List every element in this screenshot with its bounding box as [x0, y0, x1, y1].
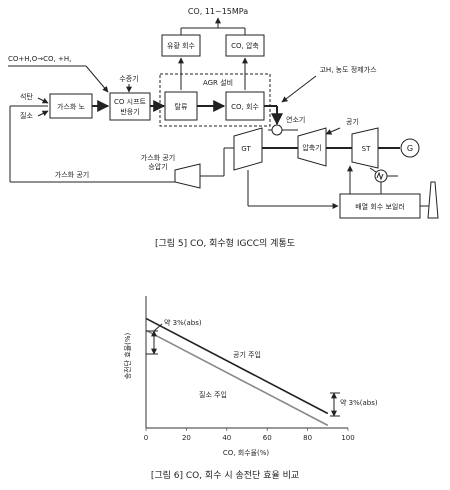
x-tick-label: 100	[341, 434, 354, 442]
steam-label: 수증기	[119, 74, 138, 83]
shift-reactor-label-2: 반응기	[120, 107, 139, 116]
series-label-nitrogen: 질소 주입	[199, 391, 227, 399]
generator-label: G	[407, 144, 413, 153]
series-line-air	[145, 317, 329, 415]
annotation-left-text: 약 3%(abs)	[164, 318, 202, 327]
hrsg-box	[339, 193, 421, 219]
x-tick-label: 60	[263, 434, 272, 442]
chart-ylabel: 송전단 효율(%)	[123, 332, 132, 379]
reaction-equation: CO+H,O→CO, +H,	[8, 55, 71, 63]
sulfur-recovery-box	[161, 34, 201, 57]
agr-label: AGR 설비	[203, 78, 233, 87]
figure5-caption: [그림 5] CO, 회수형 IGCC의 계통도	[155, 237, 295, 249]
desulfurization-box	[164, 91, 198, 121]
chart-axes	[145, 296, 348, 429]
sulfur-recovery-label: 유황 회수	[167, 41, 196, 50]
co2-compression-box	[225, 34, 265, 57]
high-h2-gas-label: 고H, 농도 정제가스	[319, 65, 377, 74]
figure5-igcc-diagram: CO, 11~15MPa CO+H,O→CO, +H, 유황 회수 CO, 압축…	[8, 7, 439, 249]
nitrogen-label: 질소	[20, 112, 33, 120]
condenser-coil	[376, 171, 384, 181]
gasification-air-label: 가스화 공기	[55, 170, 89, 179]
reaction-arrow	[85, 65, 109, 93]
compressor-label: 압축기	[302, 143, 321, 152]
booster-label-2: 승압기	[148, 162, 167, 171]
air-label: 공기	[346, 117, 359, 126]
compressor-shape	[297, 127, 327, 167]
combustor-circle	[271, 124, 283, 136]
hrsg-label: 배열 회수 보일러	[355, 202, 405, 211]
figure6-caption: [그림 6] CO, 회수 시 송전단 효율 비교	[151, 469, 299, 481]
steam-turbine-label: ST	[362, 145, 371, 153]
combustor-label: 연소기	[286, 115, 305, 124]
chart-xlabel: CO, 회수율(%)	[223, 449, 270, 457]
x-tick-label: 40	[222, 434, 231, 442]
steam-turbine-shape	[351, 127, 379, 169]
desulfurization-label: 탈류	[175, 103, 188, 111]
shift-reactor-label-1: CO 시프트	[114, 98, 147, 106]
high-h2-gas-arrow	[281, 75, 317, 103]
x-tick-label: 0	[144, 434, 148, 442]
booster-shape	[174, 163, 201, 189]
generator-circle	[400, 138, 420, 158]
chart-series	[145, 317, 329, 427]
gasifier-label: 가스화 노	[57, 102, 86, 111]
x-tick-label: 80	[303, 434, 312, 442]
booster-label-1: 가스화 공기	[141, 153, 175, 162]
st-to-condenser-line	[369, 167, 377, 173]
series-line-nitrogen	[145, 329, 329, 427]
stack-shape	[427, 181, 439, 219]
nitrogen-arrow	[37, 110, 49, 117]
chart-ticks: 0 20 40 60 80 100	[144, 428, 355, 442]
annotation-right-text: 약 3%(abs)	[340, 398, 378, 407]
x-tick-label: 20	[182, 434, 191, 442]
annotation-left-leader	[153, 323, 163, 332]
series-label-air: 공기 주입	[233, 350, 261, 359]
gas-turbine-label: GT	[241, 145, 251, 153]
air-arrow	[325, 127, 341, 135]
coal-label: 석탄	[20, 92, 33, 101]
co2-recovery-label: CO, 회수	[231, 103, 259, 111]
co2-output-label: CO, 11~15MPa	[188, 7, 248, 16]
shift-reactor-box	[109, 92, 151, 121]
gasifier-box	[49, 93, 93, 119]
co2-compression-label: CO, 압축	[231, 41, 259, 50]
coal-arrow	[37, 97, 49, 104]
gas-turbine-shape	[233, 127, 263, 171]
